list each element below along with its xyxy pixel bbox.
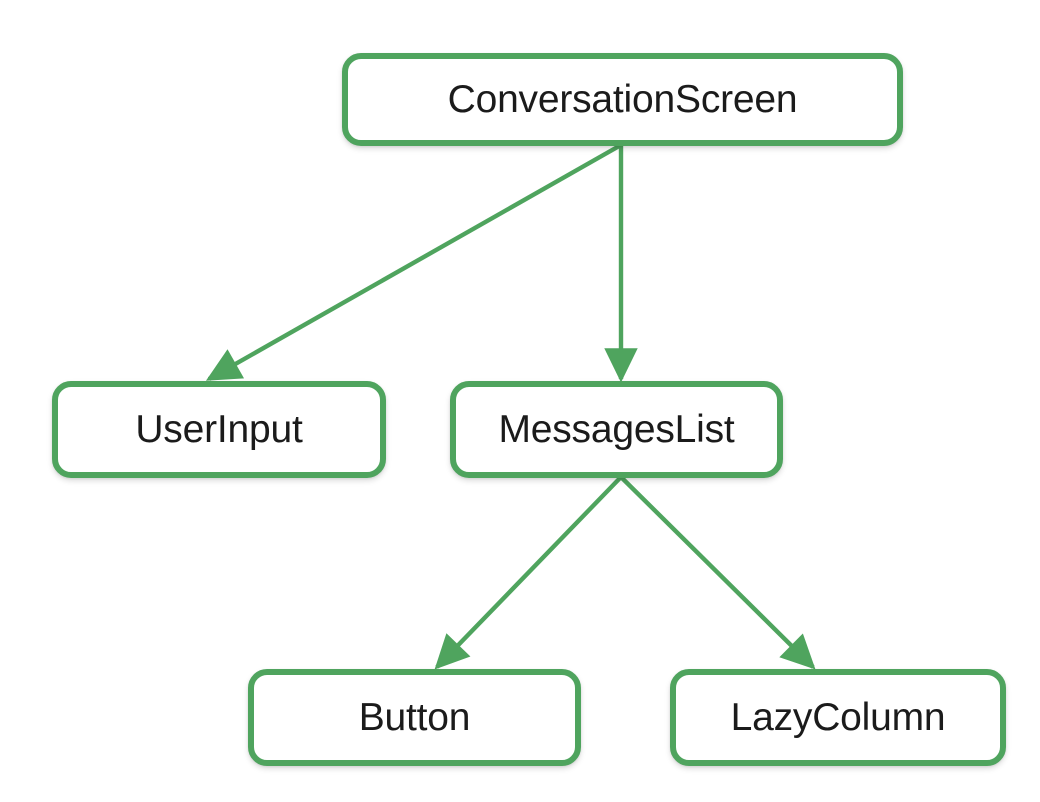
edge-messageslist-to-button: [434, 475, 623, 670]
edge-messageslist-to-lazycolumn: [619, 475, 816, 670]
edge-conversationscreen-to-userinput: [205, 143, 623, 381]
node-userinput[interactable]: UserInput: [52, 381, 386, 478]
node-label: Button: [358, 696, 471, 739]
node-conversationscreen[interactable]: ConversationScreen: [342, 53, 903, 146]
node-label: UserInput: [135, 408, 303, 451]
node-button[interactable]: Button: [248, 669, 581, 766]
node-label: MessagesList: [498, 408, 735, 451]
node-label: ConversationScreen: [447, 78, 798, 121]
node-lazycolumn[interactable]: LazyColumn: [670, 669, 1006, 766]
node-label: LazyColumn: [730, 696, 946, 739]
node-messageslist[interactable]: MessagesList: [450, 381, 783, 478]
